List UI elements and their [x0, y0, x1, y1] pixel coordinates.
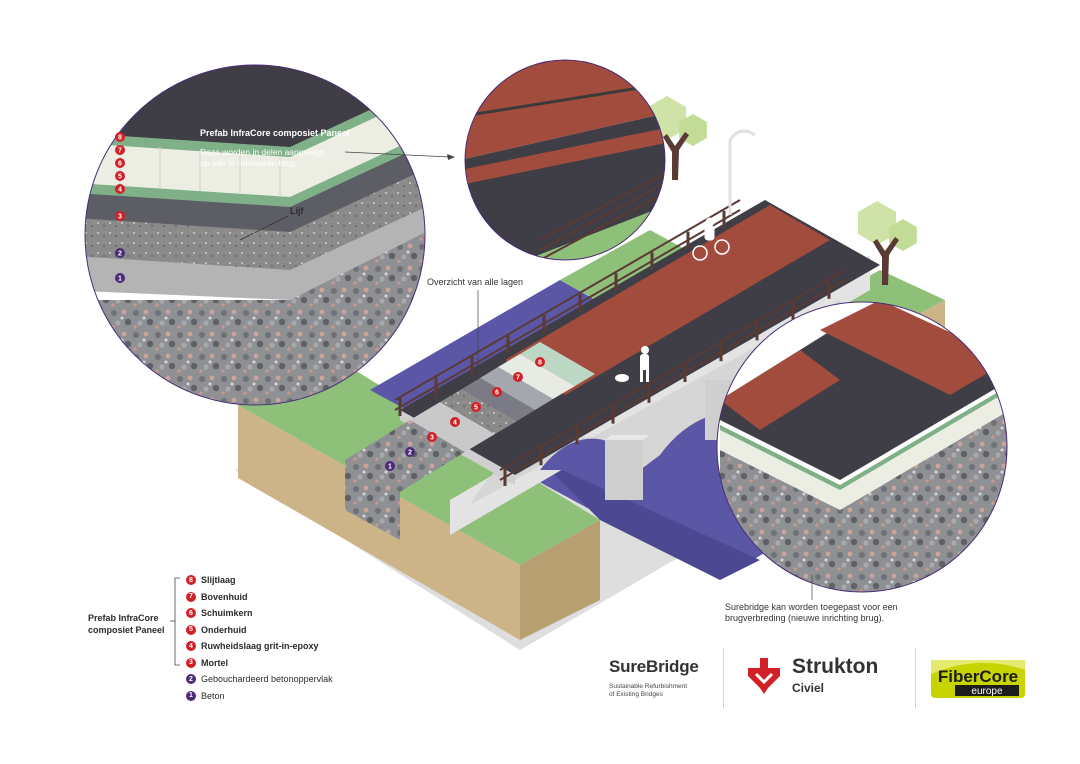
fibercore-sub: europe — [971, 686, 1003, 697]
layer-number-text: 7 — [118, 148, 122, 155]
legend-item-label: Onderhuid — [201, 624, 247, 635]
scene-layer-badge: 8 — [535, 357, 545, 367]
cyclist — [692, 217, 730, 261]
zoom-circle-layers: Prefab InfraCore composiet Paneel Deze w… — [84, 64, 426, 406]
widening-note-line1: Surebridge kan worden toegepast voor een — [725, 602, 898, 612]
layer-number-text: 5 — [118, 174, 122, 181]
legend-number-badge: 6 — [186, 608, 196, 618]
layer-number-text: 8 — [118, 135, 122, 142]
pedestrian-with-dog — [615, 346, 649, 382]
strukton-logo: Strukton Civiel — [746, 656, 878, 696]
logo-divider — [723, 648, 724, 708]
legend-group-title-line2: composiet Paneel — [88, 625, 165, 635]
legend-group-title-line1: Prefab InfraCore — [88, 613, 159, 623]
scene-layer-badge: 6 — [492, 387, 502, 397]
legend-number-badge: 8 — [186, 575, 196, 585]
layer-number-text: 2 — [408, 450, 412, 457]
overview-label: Overzicht van alle lagen — [427, 277, 523, 287]
legend-item-1: 1 Beton — [186, 690, 225, 701]
legend-group-title: Prefab InfraCore composiet Paneel — [88, 612, 165, 636]
fibercore-name: FiberCore — [938, 667, 1018, 686]
legend-item-label: Mortel — [201, 657, 228, 668]
scene-layer-badge: 3 — [427, 432, 437, 442]
legend-item-label: Ruwheidslaag grit-in-epoxy — [201, 641, 319, 651]
layer-number-text: 2 — [118, 251, 122, 258]
layer-number-text: 8 — [538, 360, 542, 367]
layer-number-text: 4 — [453, 420, 457, 427]
legend-item-5: 5 Onderhuid — [186, 624, 247, 635]
scene-layer-badge: 7 — [513, 372, 523, 382]
legend-item-2: 2 Gebouchardeerd betonoppervlak — [186, 674, 333, 684]
legend-item-3: 3 Mortel — [186, 657, 228, 668]
legend-item-label: Slijtlaag — [201, 575, 236, 585]
strukton-name: Strukton — [792, 655, 879, 678]
legend-item-8: 8 Slijtlaag — [186, 575, 236, 585]
scene-layer-badge: 1 — [385, 461, 395, 471]
lijf-pointer — [239, 215, 289, 241]
panel-desc-line2: op een te renoveren brug — [200, 158, 296, 168]
surebridge-sub1: Sustainable Refurbishment — [609, 683, 688, 690]
zoom-layer-badge: 6 — [115, 158, 125, 168]
legend-item-label: Beton — [201, 690, 225, 701]
connector-arrow — [344, 151, 455, 160]
zoom-layer-badge: 3 — [115, 211, 125, 221]
zoom-layer-badge: 7 — [115, 145, 125, 155]
scene-layer-badge: 5 — [471, 402, 481, 412]
fibercore-logo: FiberCore europe — [931, 660, 1025, 698]
logo-divider — [915, 648, 916, 708]
legend-item-6: 6 Schuimkern — [186, 608, 253, 618]
legend-number-badge: 7 — [186, 591, 196, 602]
legend-item-7: 7 Bovenhuid — [186, 591, 248, 602]
layer-number-text: 1 — [388, 464, 392, 471]
surebridge-logo: SureBridge Sustainable Refurbishment of … — [609, 657, 699, 699]
legend-bracket — [170, 577, 180, 666]
legend-item-label: Bovenhuid — [201, 591, 248, 602]
surebridge-sub2: of Existing Bridges — [609, 691, 663, 698]
layer-number-text: 6 — [118, 161, 122, 168]
zoom-layer-badge: 5 — [115, 171, 125, 181]
zoom-circle-railing — [464, 59, 666, 261]
railings — [394, 199, 846, 481]
surebridge-name: SureBridge — [609, 657, 699, 676]
layer-number-text: 6 — [495, 390, 499, 397]
tree-icon — [857, 201, 917, 285]
layer-number-text: 3 — [118, 214, 122, 221]
zoom-layer-badge: 8 — [115, 132, 125, 142]
legend-number-badge: 2 — [186, 674, 196, 684]
legend-item-label: Schuimkern — [201, 608, 253, 618]
layer-cutaway — [345, 342, 595, 540]
layer-number-text: 7 — [516, 375, 520, 382]
scene-layer-badge: 4 — [450, 417, 460, 427]
legend-number-badge: 5 — [186, 624, 196, 635]
zoom-circle-widening — [716, 301, 1008, 600]
layer-number-text: 1 — [118, 276, 122, 283]
lijf-label: Lijf — [290, 206, 304, 216]
layer-number-text: 5 — [474, 405, 478, 412]
strukton-mark-icon — [748, 658, 780, 694]
zoom-layer-badge: 4 — [115, 184, 125, 194]
legend-number-badge: 3 — [186, 657, 196, 668]
zoom-layer-badge: 1 — [115, 273, 125, 283]
zoom-layer-badge: 2 — [115, 248, 125, 258]
legend-item-label: Gebouchardeerd betonoppervlak — [201, 674, 333, 684]
layer-number-text: 3 — [430, 435, 434, 442]
panel-title: Prefab InfraCore composiet Paneel — [200, 128, 350, 138]
lamp-post — [728, 129, 756, 215]
strukton-sub: Civiel — [792, 681, 825, 695]
legend-number-badge: 1 — [186, 690, 196, 701]
layer-number-text: 4 — [118, 187, 122, 194]
legend-item-4: 4 Ruwheidslaag grit-in-epoxy — [186, 641, 319, 651]
legend-number-badge: 4 — [186, 641, 196, 651]
panel-desc-line1: Deze worden in delen aangelegd — [200, 147, 325, 157]
scene-layer-badge: 2 — [405, 447, 415, 457]
widening-note-line2: brugverbreding (nieuwe inrichting brug). — [725, 613, 884, 623]
